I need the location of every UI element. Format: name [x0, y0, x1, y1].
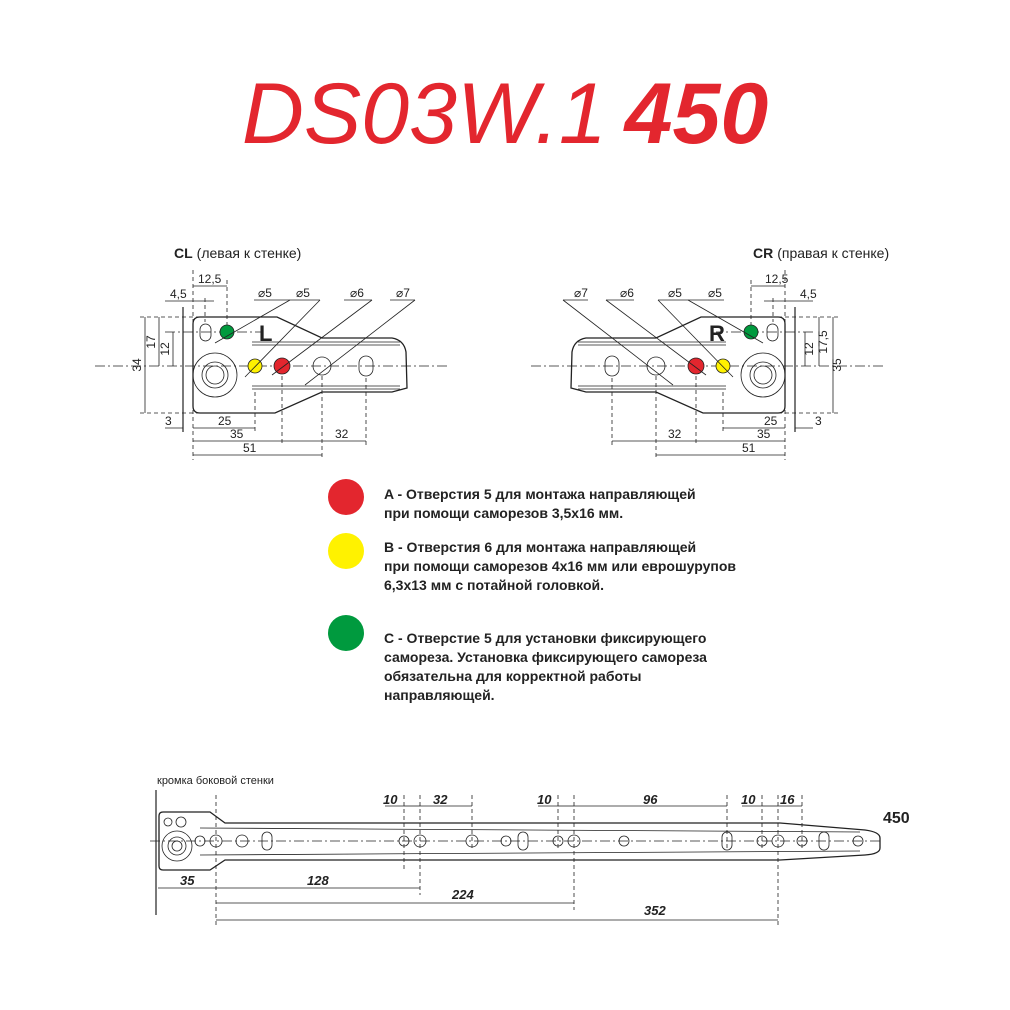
- legend-item-b: B - Отверстия 6 для монтажа направляющей…: [384, 538, 736, 595]
- diameter-label: ⌀7: [574, 286, 588, 300]
- diameter-label: ⌀5: [296, 286, 310, 300]
- hole-b-yellow: [247, 358, 263, 374]
- rail-hole: [500, 835, 512, 847]
- rail-hole: [852, 835, 864, 847]
- rail-drawing: [150, 790, 881, 925]
- rail-hole: [818, 831, 830, 851]
- dim-352: 352: [644, 903, 666, 918]
- legend-line: при помощи саморезов 3,5х16 мм.: [384, 505, 624, 521]
- dim-128: 128: [307, 873, 329, 888]
- legend-line: обязательна для корректной работы: [384, 668, 642, 684]
- diameter-label: ⌀7: [396, 286, 410, 300]
- legend-line: B - Отверстия 6 для монтажа направляющей: [384, 539, 697, 555]
- left-view-label: CL(левая к стенке): [174, 245, 301, 261]
- dim-10: 10: [537, 792, 552, 807]
- rail-hole: [261, 831, 273, 851]
- slot-hole: [358, 355, 374, 377]
- rail-hole: [194, 835, 206, 847]
- dim-35: 35: [757, 427, 771, 441]
- dim-10: 10: [741, 792, 756, 807]
- edge-label: кромка боковой стенки: [157, 775, 274, 787]
- legend-dot-c: [328, 615, 364, 651]
- diameter-label: ⌀5: [258, 286, 272, 300]
- dim-25: 25: [218, 414, 232, 428]
- slot-hole: [199, 323, 212, 342]
- dim-3: 3: [165, 414, 172, 428]
- diameter-label: ⌀5: [708, 286, 722, 300]
- legend-dot-a: [328, 479, 364, 515]
- dim-10: 10: [383, 792, 398, 807]
- legend-item-c: C - Отверстие 5 для установки фиксирующе…: [384, 629, 707, 705]
- rail-hole: [235, 834, 249, 848]
- dim-17: 17: [144, 335, 158, 349]
- dim-34: 34: [130, 358, 144, 372]
- dim-51: 51: [243, 441, 257, 455]
- left-bracket-drawing: [95, 270, 450, 460]
- dim-35: 35: [830, 358, 844, 372]
- title-length: 450: [623, 66, 769, 162]
- dim-3: 3: [815, 414, 822, 428]
- dim-12: 12: [158, 342, 172, 356]
- dim-35: 35: [180, 873, 195, 888]
- dim-32: 32: [433, 792, 448, 807]
- dim-224: 224: [451, 887, 474, 902]
- legend-line: самореза. Установка фиксирующего саморез…: [384, 649, 707, 665]
- dim-4-5: 4,5: [800, 287, 817, 301]
- dim-4-5: 4,5: [170, 287, 187, 301]
- dim-32: 32: [335, 427, 349, 441]
- legend-line: C - Отверстие 5 для установки фиксирующе…: [384, 630, 707, 646]
- dim-35: 35: [230, 427, 244, 441]
- dim-51: 51: [742, 441, 756, 455]
- legend-line: направляющей.: [384, 687, 495, 703]
- dim-12-5: 12,5: [198, 272, 222, 286]
- dim-96: 96: [643, 792, 658, 807]
- side-letter-l: L: [259, 321, 272, 346]
- hole-c-green: [219, 324, 235, 340]
- legend-line: при помощи саморезов 4х16 мм или еврошур…: [384, 558, 736, 574]
- legend-line: A - Отверстия 5 для монтажа направляющей: [384, 486, 696, 502]
- legend-dot-b: [328, 533, 364, 569]
- dim-16: 16: [780, 792, 795, 807]
- diameter-label: ⌀6: [620, 286, 634, 300]
- dim-12: 12: [802, 342, 816, 356]
- right-view-label: CR(правая к стенке): [753, 245, 889, 261]
- rail-hole: [618, 835, 630, 847]
- title-model: DS03W.1: [242, 66, 607, 162]
- rail-length-label: 450: [883, 810, 910, 827]
- dim-12-5: 12,5: [765, 272, 789, 286]
- dim-25: 25: [764, 414, 778, 428]
- dim-17-5: 17,5: [816, 330, 830, 354]
- dim-32: 32: [668, 427, 682, 441]
- legend-item-a: A - Отверстия 5 для монтажа направляющей…: [384, 485, 696, 523]
- legend-line: 6,3х13 мм с потайной головкой.: [384, 577, 604, 593]
- diameter-label: ⌀5: [668, 286, 682, 300]
- side-letter-r: R: [709, 321, 725, 346]
- rail-hole: [517, 831, 529, 851]
- diameter-label: ⌀6: [350, 286, 364, 300]
- hole-7: [312, 356, 332, 376]
